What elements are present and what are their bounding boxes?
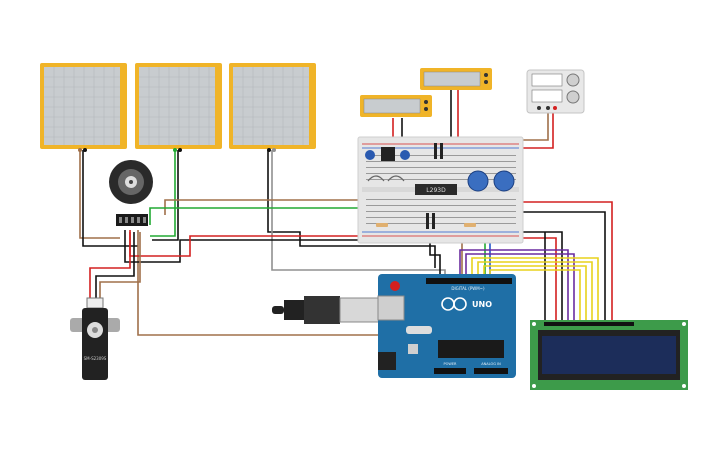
servo-motor[interactable]: SM-S2309S (70, 297, 120, 380)
motor-driver-ic[interactable]: L293D (415, 184, 457, 195)
multimeter-2[interactable] (420, 68, 492, 90)
potentiometer[interactable] (493, 170, 515, 192)
potentiometer[interactable] (400, 150, 410, 160)
arduino-uno[interactable]: DIGITAL (PWM~) UNO POWER ANALOG IN (377, 274, 516, 378)
wire[interactable] (520, 112, 549, 141)
capacitor[interactable] (440, 143, 443, 159)
resistor[interactable] (376, 223, 388, 227)
wire[interactable] (137, 230, 395, 336)
wire[interactable] (471, 257, 599, 320)
board-analog-label: ANALOG IN (481, 362, 501, 366)
potentiometer[interactable] (365, 150, 375, 160)
wire[interactable] (267, 150, 436, 268)
voltage-regulator[interactable] (381, 147, 395, 161)
wire[interactable] (152, 150, 179, 241)
reset-button[interactable] (390, 281, 400, 291)
dc-motor[interactable] (109, 160, 153, 204)
power-supply[interactable] (526, 69, 585, 114)
wire[interactable] (149, 207, 365, 225)
wire[interactable] (164, 199, 360, 215)
board-header-label: DIGITAL (PWM~) (451, 286, 485, 291)
wire[interactable] (465, 253, 575, 320)
wire[interactable] (150, 150, 176, 237)
wire[interactable] (500, 201, 613, 320)
wire[interactable] (79, 150, 120, 239)
resistor[interactable] (464, 223, 476, 227)
wire[interactable] (500, 211, 606, 320)
ic-label: L293D (426, 187, 446, 194)
arduino-logo (441, 297, 467, 311)
capacitor[interactable] (432, 213, 435, 229)
oscilloscope-2[interactable] (135, 63, 222, 152)
lcd-display[interactable] (530, 320, 688, 390)
board-brand: UNO (472, 300, 492, 309)
wire[interactable] (95, 232, 135, 298)
capacitor[interactable] (426, 213, 429, 229)
multimeter-1[interactable] (360, 95, 432, 117)
potentiometer[interactable] (467, 170, 489, 192)
wire[interactable] (459, 249, 569, 320)
wire[interactable] (99, 232, 141, 298)
microcontroller (438, 340, 504, 358)
oscilloscope-1[interactable] (40, 63, 127, 152)
wire[interactable] (483, 265, 587, 320)
servo-label: SM-S2309S (84, 356, 107, 361)
breadboard[interactable]: L293D (357, 136, 524, 244)
motor-connector[interactable] (116, 214, 148, 226)
capacitor[interactable] (434, 143, 437, 159)
wire[interactable] (124, 230, 440, 263)
wire[interactable] (89, 232, 131, 298)
wire[interactable] (477, 261, 593, 320)
oscilloscope-3[interactable] (229, 63, 316, 152)
wire[interactable] (82, 150, 138, 247)
board-power-label: POWER (444, 362, 458, 366)
usb-cable[interactable] (272, 296, 381, 324)
wire[interactable] (520, 112, 554, 149)
